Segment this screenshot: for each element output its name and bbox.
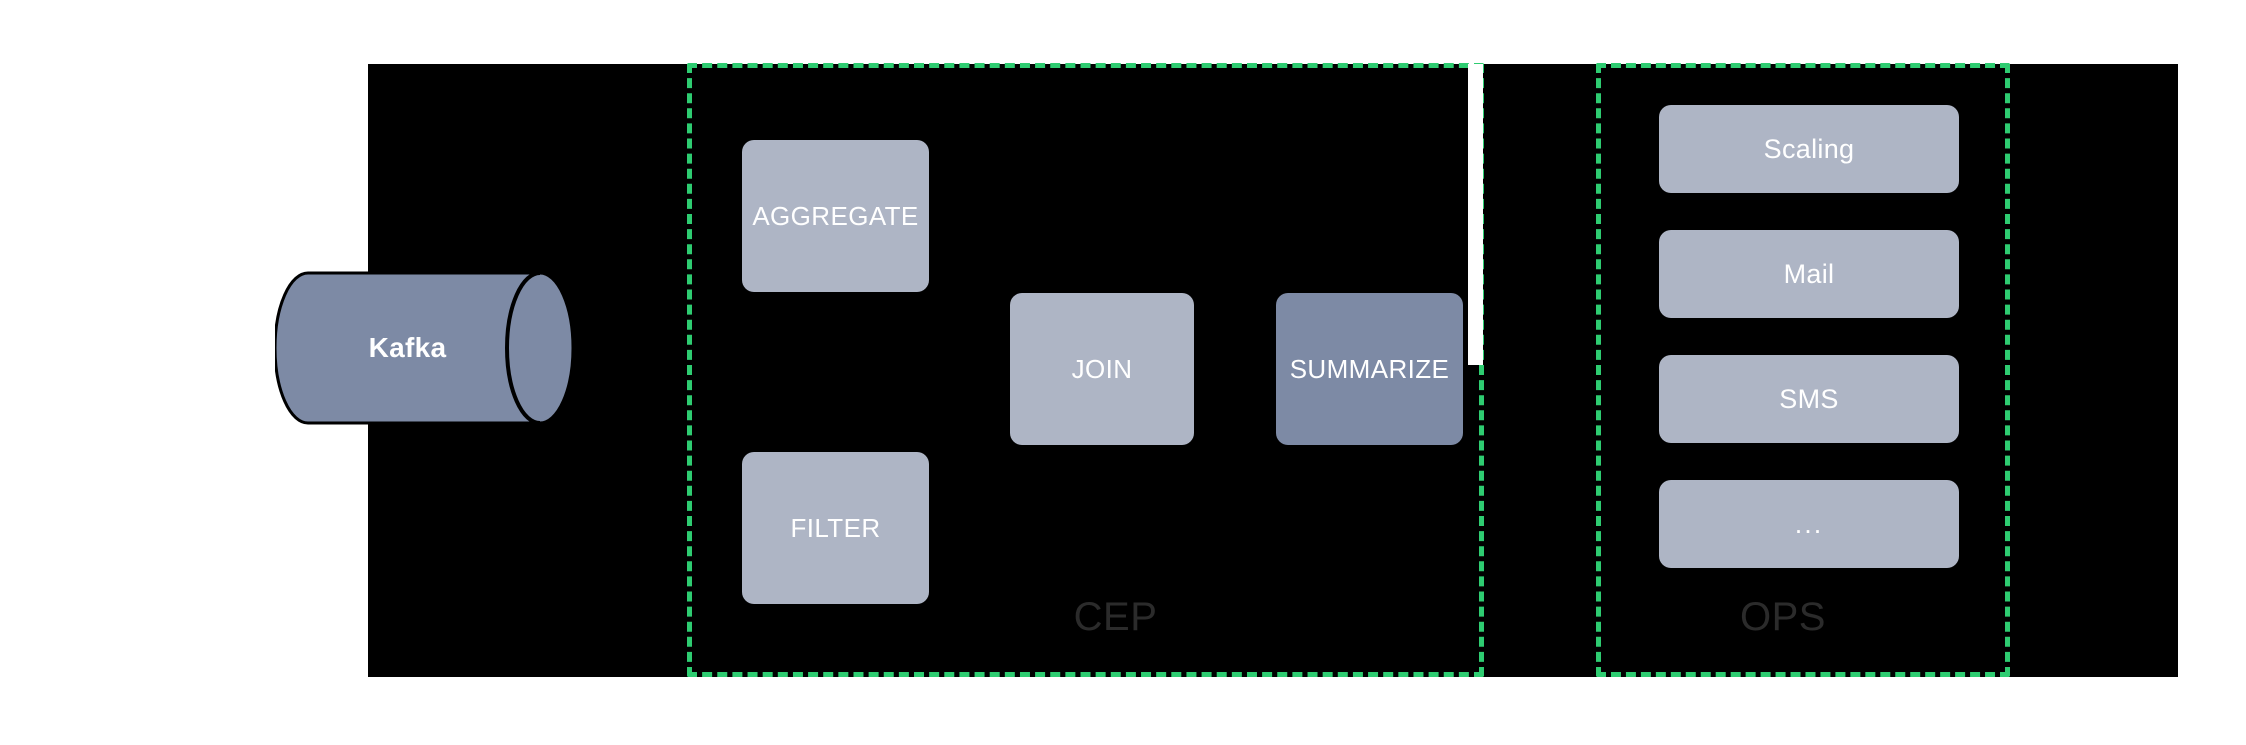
ops-action-more[interactable]: ...	[1659, 480, 1959, 568]
ops-action-more-label: ...	[1794, 508, 1824, 539]
operator-aggregate-label: AGGREGATE	[752, 200, 919, 231]
ops-action-mail[interactable]: Mail	[1659, 230, 1959, 318]
group-ops-label: OPS	[1740, 595, 1826, 639]
cylinder-icon	[275, 271, 575, 425]
operator-filter[interactable]: FILTER	[742, 452, 929, 604]
operator-summarize-label: SUMMARIZE	[1289, 353, 1450, 384]
ops-action-sms-label: SMS	[1779, 383, 1839, 414]
kafka-source[interactable]: Kafka	[275, 264, 587, 432]
ops-action-mail-label: Mail	[1783, 258, 1835, 289]
operator-join[interactable]: JOIN	[1010, 293, 1194, 445]
operator-aggregate[interactable]: AGGREGATE	[742, 140, 929, 292]
ops-action-scaling[interactable]: Scaling	[1659, 105, 1959, 193]
group-ops[interactable]: OPS	[1596, 63, 2010, 677]
group-cep[interactable]: CEP	[687, 63, 1484, 677]
group-cep-label: CEP	[1073, 595, 1158, 639]
operator-filter-label: FILTER	[790, 512, 881, 543]
operator-join-label: JOIN	[1071, 353, 1133, 384]
cep-ops-separator	[1468, 64, 1483, 365]
operator-summarize[interactable]: SUMMARIZE	[1276, 293, 1463, 445]
ops-action-scaling-label: Scaling	[1763, 133, 1855, 164]
ops-action-sms[interactable]: SMS	[1659, 355, 1959, 443]
